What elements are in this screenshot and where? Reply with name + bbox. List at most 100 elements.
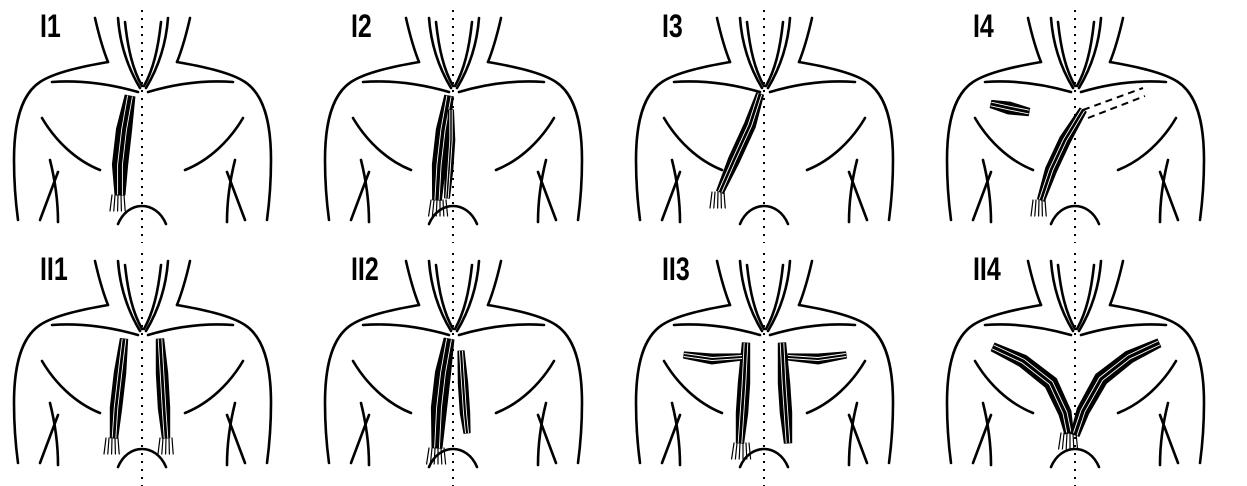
shoulder-right	[177, 62, 271, 220]
muscle-fiber-end	[746, 443, 747, 459]
muscle-fiber-end	[108, 438, 109, 454]
panel-I4: I4	[933, 0, 1244, 243]
shoulder-left	[947, 62, 1041, 220]
clavicle-right	[1081, 324, 1166, 335]
muscle-fiber-end	[427, 448, 429, 464]
muscle-fiber-end	[110, 195, 112, 211]
neck-outline-left	[95, 261, 108, 305]
neck-outline-right	[177, 261, 190, 305]
panel-I3: I3	[622, 0, 933, 243]
muscle-fiber-end	[739, 443, 740, 459]
costal-arch	[740, 206, 788, 224]
muscle-fiber-end	[710, 192, 712, 208]
neck-outline-right	[1110, 18, 1123, 62]
panel-I1: I1	[0, 0, 311, 243]
muscle-fiber-end	[714, 192, 715, 208]
clavicle-left	[985, 324, 1071, 335]
panel-I2: I2	[311, 0, 622, 243]
neck-outline-left	[406, 18, 419, 62]
muscle-fiber-end	[443, 200, 444, 216]
shoulder-right	[488, 305, 582, 463]
muscle-fiber-end	[432, 200, 434, 216]
muscle-fiber-end	[436, 200, 437, 216]
shoulder-left	[325, 62, 419, 220]
shoulder-right	[1110, 62, 1204, 220]
shoulder-right	[488, 62, 582, 220]
sternalis-dashed-extension	[1083, 88, 1145, 118]
torso-illustration	[622, 243, 933, 486]
sternalis-muscle-left	[431, 338, 454, 448]
muscle-fiber-end	[1059, 433, 1061, 449]
clavicle-left	[674, 324, 760, 335]
muscle-fiber-end	[434, 448, 435, 464]
muscle-fiber-end	[1066, 433, 1067, 449]
sternalis-muscle	[1038, 108, 1087, 201]
muscle-fiber-end	[172, 438, 173, 454]
sternalis-muscle-lateral	[990, 100, 1029, 115]
shoulder-left	[14, 62, 108, 220]
clavicle-left	[52, 324, 138, 335]
clavicle-right	[459, 324, 544, 335]
muscle-fiber-end	[446, 200, 448, 216]
muscle-fiber-end	[1062, 433, 1064, 449]
shoulder-left	[636, 62, 730, 220]
muscle-fiber-end	[118, 438, 119, 454]
neck-outline-right	[488, 18, 501, 62]
shoulder-right	[1110, 305, 1204, 463]
shoulder-right	[799, 62, 893, 220]
muscle-fiber-end	[114, 195, 115, 211]
clavicle-right	[770, 81, 855, 92]
muscle-fiber-end	[1035, 200, 1036, 216]
muscle-fiber-end	[724, 192, 725, 208]
muscle-fiber-end	[1073, 433, 1074, 449]
clavicle-right	[459, 81, 544, 92]
panel-II2: II2	[311, 243, 622, 486]
sternalis-muscle	[112, 95, 134, 195]
torso-illustration	[0, 243, 311, 486]
shoulder-right	[799, 305, 893, 463]
clavicle-left	[674, 81, 760, 92]
muscle-fiber-end	[104, 438, 106, 454]
shoulder-left	[325, 305, 419, 463]
costal-arch	[429, 449, 477, 467]
neck-outline-left	[95, 18, 108, 62]
muscle-fiber-end	[158, 438, 160, 454]
neck-outline-left	[717, 18, 730, 62]
neck-outline-right	[1110, 261, 1123, 305]
clavicle-left	[363, 324, 449, 335]
muscle-fiber-end	[124, 195, 125, 211]
torso-illustration	[311, 0, 622, 243]
clavicle-left	[985, 81, 1071, 92]
sternalis-muscle-diagonal-left	[991, 343, 1073, 434]
panel-II3: II3	[622, 243, 933, 486]
clavicle-right	[770, 324, 855, 335]
panel-II4: II4	[933, 243, 1244, 486]
muscle-fiber-end	[732, 443, 734, 459]
torso-illustration	[311, 243, 622, 486]
muscle-fiber-end	[429, 200, 431, 216]
shoulder-left	[636, 305, 730, 463]
neck-outline-right	[799, 261, 812, 305]
muscle-fiber-end	[162, 438, 163, 454]
sternalis-muscle-diagonal-right	[1071, 339, 1161, 436]
costal-arch	[1051, 206, 1099, 224]
torso-illustration	[622, 0, 933, 243]
panel-II1: II1	[0, 243, 311, 486]
neck-outline-left	[1028, 18, 1041, 62]
clavicle-left	[363, 81, 449, 92]
shoulder-right	[177, 305, 271, 463]
clavicle-right	[1081, 81, 1166, 92]
clavicle-right	[148, 81, 233, 92]
neck-outline-right	[177, 18, 190, 62]
torso-illustration	[933, 243, 1244, 486]
neck-outline-left	[717, 261, 730, 305]
neck-outline-left	[406, 261, 419, 305]
muscle-fiber-end	[749, 443, 751, 459]
muscle-fiber-end	[735, 443, 737, 459]
shoulder-left	[947, 305, 1041, 463]
shoulder-left	[14, 305, 108, 463]
neck-outline-left	[1028, 261, 1041, 305]
muscle-fiber-end	[1045, 200, 1046, 216]
muscle-fiber-end	[1031, 200, 1033, 216]
